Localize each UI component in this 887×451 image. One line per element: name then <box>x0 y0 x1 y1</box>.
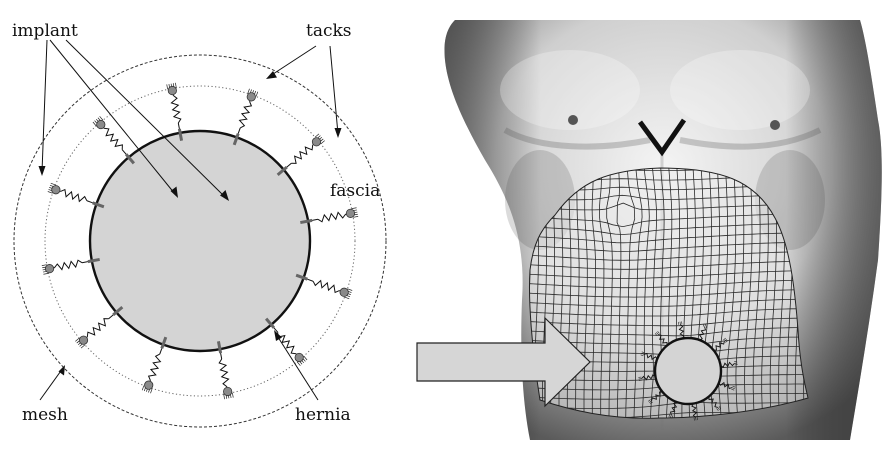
spring-lead <box>122 150 126 155</box>
mini-implant-disc <box>655 338 721 404</box>
mesh-label: mesh <box>22 405 68 425</box>
spring-lead <box>109 315 114 319</box>
tack-pin-icon <box>247 93 255 101</box>
tack-hatch <box>51 183 56 185</box>
tack-pin-icon <box>45 264 53 272</box>
right-nipple <box>770 120 780 130</box>
tack-hatch <box>167 84 168 89</box>
tack-hatch <box>315 134 319 137</box>
spring-zigzag-icon <box>104 128 122 149</box>
boundary-tick <box>179 129 181 141</box>
spring-zigzag-icon <box>54 260 82 269</box>
tack-hatch <box>353 216 358 217</box>
tack-hatch <box>81 345 85 348</box>
fascia-label: fascia <box>330 181 380 201</box>
tacks-label: tacks <box>306 21 352 41</box>
tack-pin-icon <box>340 288 348 296</box>
tack-hatch <box>75 338 79 341</box>
tacks-arrow-2 <box>330 46 338 134</box>
tack-hatch <box>175 83 176 88</box>
tack-pin-icon <box>145 381 153 389</box>
tack-hatch <box>321 141 325 144</box>
spring-lead <box>312 219 318 220</box>
tacks-arrow-1 <box>270 46 316 76</box>
boundary-tick <box>88 259 100 261</box>
spring-zigzag-icon <box>61 190 87 202</box>
tack-pin-icon <box>52 186 60 194</box>
tack-hatch <box>224 394 225 399</box>
spring-lead <box>87 201 93 203</box>
hernia-label: hernia <box>295 405 351 425</box>
spring-lead <box>178 123 179 129</box>
tack-hatch <box>345 297 350 299</box>
tack-hatch <box>256 92 258 97</box>
tack-pin-icon <box>223 387 231 395</box>
tack-hatch <box>142 386 144 391</box>
spring-lead <box>82 262 88 263</box>
tack-pin-icon <box>295 353 303 361</box>
mesh-arrow <box>40 368 63 400</box>
tack-pin-icon <box>346 209 354 217</box>
left-nipple <box>568 115 578 125</box>
spring-zigzag-icon <box>240 102 252 128</box>
implant-disc <box>90 131 310 351</box>
tack-hatch <box>93 122 96 126</box>
spring-lead <box>238 128 240 134</box>
schematic-panel: implant tacks fascia mesh hernia <box>12 21 386 427</box>
implant-arrow-1 <box>42 40 47 172</box>
tack-hatch <box>304 356 307 360</box>
tack-hatch <box>100 116 103 120</box>
spring-zigzag-icon <box>149 354 161 380</box>
tack-hatch <box>352 208 357 209</box>
tack-pin-icon <box>97 120 105 128</box>
tack-pin-icon <box>79 336 87 344</box>
tack-pin-icon <box>168 86 176 94</box>
spring-zigzag-icon <box>318 212 346 221</box>
boundary-tick <box>218 341 220 353</box>
spring-lead <box>221 353 222 359</box>
spring-zigzag-icon <box>313 281 339 293</box>
spring-zigzag-icon <box>291 145 312 163</box>
spring-lead <box>160 348 162 354</box>
torso-panel <box>417 20 882 440</box>
spring-zigzag-icon <box>87 319 108 337</box>
implant-arrow-2 <box>50 40 175 194</box>
tack-hatch <box>42 265 47 266</box>
implant-label: implant <box>12 21 78 41</box>
tack-pin-icon <box>312 138 320 146</box>
spring-zigzag-icon <box>219 359 228 387</box>
tack-hatch <box>43 273 48 274</box>
spring-zigzag-icon <box>171 95 180 123</box>
spring-lead <box>287 163 292 167</box>
hernia-arrow <box>276 334 318 400</box>
boundary-tick <box>300 220 312 222</box>
tack-hatch <box>232 393 233 398</box>
spring-lead <box>307 279 313 281</box>
tack-hatch <box>297 362 300 366</box>
